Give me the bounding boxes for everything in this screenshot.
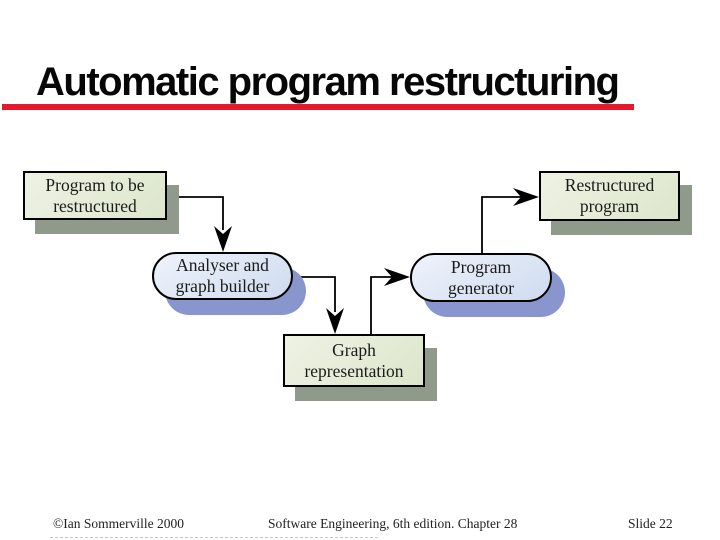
edge-graph-to-generator	[370, 276, 392, 334]
node-label-line: restructured	[53, 195, 137, 216]
node-label-line: Graph	[332, 339, 376, 360]
node-restructured-program: Restructured program	[539, 171, 680, 221]
arrow-head-right-icon	[384, 268, 410, 286]
node-label-line: Program	[450, 256, 512, 277]
footer-copyright: ©Ian Sommerville 2000	[53, 516, 184, 531]
node-label-line: graph builder	[175, 276, 270, 296]
node-label-line: Restructured	[564, 175, 655, 195]
node-label-line: generator	[447, 277, 515, 298]
arrow-head-right-icon	[513, 188, 539, 206]
edge-generator-to-restructured	[481, 196, 521, 253]
footer-book-reference: Software Engineering, 6th edition. Chapt…	[268, 516, 518, 531]
placeholder-dashed-line	[50, 537, 378, 538]
node-graph-representation: Graph representation	[283, 334, 425, 387]
node-label-line: representation	[304, 360, 404, 381]
node-label-line: program	[579, 196, 640, 216]
node-analyser-and-graph-builder: Analyser and graph builder	[152, 252, 293, 300]
edge-analyser-to-graph	[293, 276, 336, 312]
node-program-generator: Program generator	[410, 253, 552, 302]
node-program-to-be-restructured: Program to be restructured	[23, 171, 167, 220]
title-underline	[2, 104, 634, 110]
node-label-line: Analyser and	[176, 255, 269, 275]
footer-slide-number: Slide 22	[628, 516, 673, 531]
arrow-head-down-icon	[326, 308, 344, 334]
slide-title: Automatic program restructuring	[36, 60, 620, 104]
node-label-line: Program to be	[45, 174, 145, 195]
edge-source-to-analyser	[167, 196, 224, 230]
arrow-head-down-icon	[214, 226, 232, 252]
